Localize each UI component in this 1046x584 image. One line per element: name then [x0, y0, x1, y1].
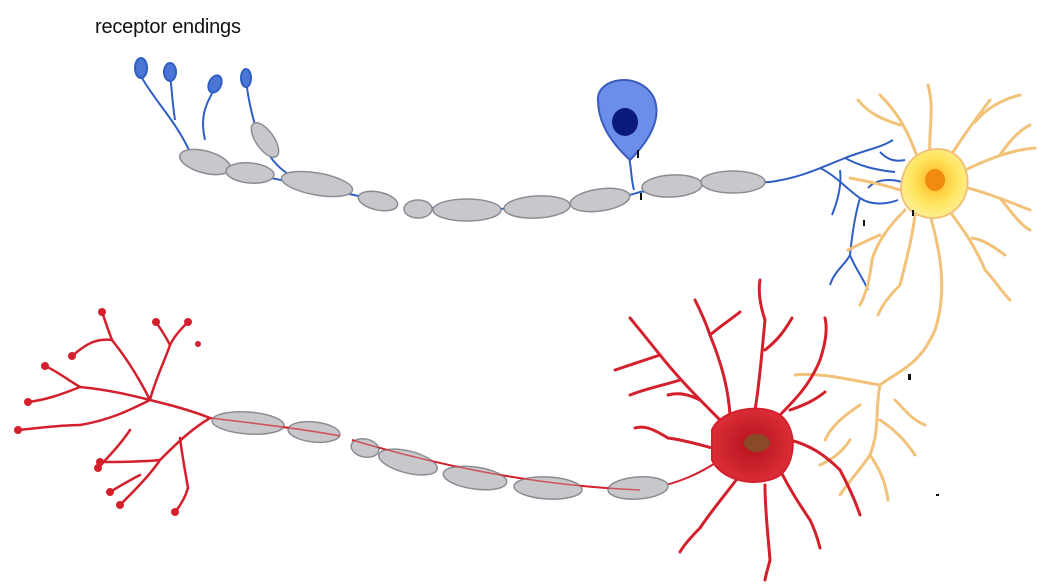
interneuron	[795, 85, 1035, 500]
sensory-axon-terminals	[770, 140, 905, 290]
motor-axon-terminals	[18, 312, 210, 512]
sensory-nucleus	[612, 108, 638, 136]
motor-nucleus	[744, 434, 770, 452]
interneuron-nucleus	[925, 169, 945, 191]
receptor-endings	[135, 58, 260, 152]
myelin-sheaths-sensory	[177, 118, 765, 221]
motor-neuron	[14, 280, 860, 580]
sensory-neuron	[135, 58, 905, 290]
